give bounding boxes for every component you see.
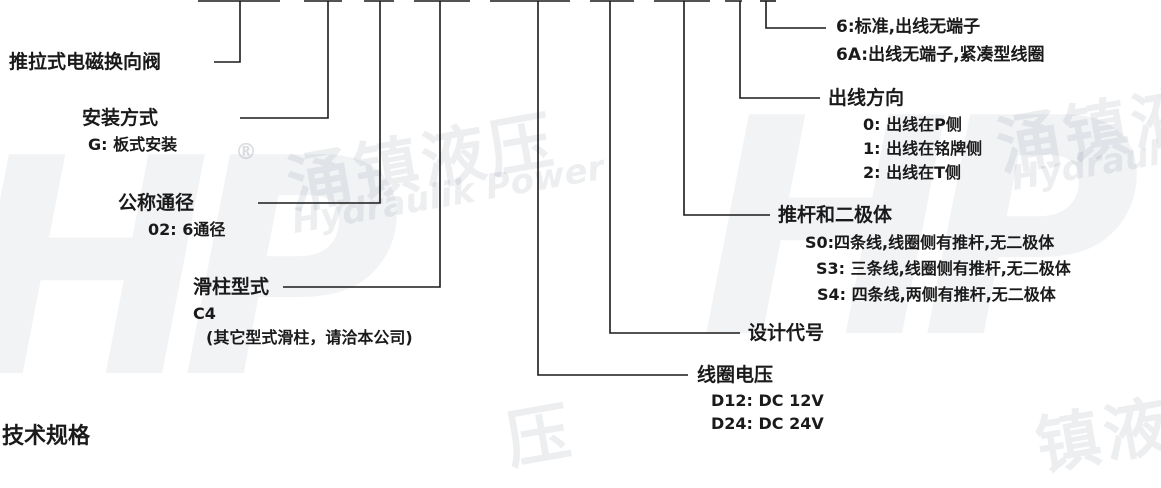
leader-terminal (765, 1, 826, 29)
push-rod-diode-option-s0: S0:四条线,线圈侧有推杆,无二极体 (805, 233, 1055, 252)
spool-type-label: 滑柱型式 (193, 276, 270, 298)
mounting-label: 安装方式 (82, 107, 159, 129)
push-rod-diode-option-s4: S4: 四条线,两侧有推杆,无二极体 (817, 285, 1056, 304)
coil-voltage-option-d12: D12: DC 12V (711, 391, 824, 410)
nominal-size-label: 公称通径 (118, 192, 195, 214)
leader-mounting (240, 1, 329, 119)
leader-design-code (609, 1, 740, 334)
outlet-direction-label: 出线方向 (828, 87, 905, 109)
push-rod-diode-option-s3: S3: 三条线,线圈侧有推杆,无二极体 (816, 259, 1071, 278)
section-heading-partial: 技术规格 (2, 424, 91, 449)
nominal-size-option: 02: 6通径 (148, 220, 226, 239)
leader-valve-type (214, 1, 241, 63)
outlet-direction-option-0: 0: 出线在P侧 (863, 115, 962, 134)
outlet-direction-option-1: 1: 出线在铭牌侧 (863, 139, 983, 158)
leader-outlet-direction (739, 1, 820, 99)
terminal-option-6: 6:标准,出线无端子 (836, 17, 981, 37)
valve-type-label: 推拉式电磁换向阀 (9, 51, 162, 73)
design-code-label: 设计代号 (748, 322, 825, 344)
terminal-option-6a: 6A:出线无端子,紧凑型线圈 (836, 45, 1045, 65)
leader-nominal-size (258, 1, 381, 204)
leader-spool-type (283, 1, 441, 288)
push-rod-diode-label: 推杆和二极体 (778, 204, 893, 226)
coil-voltage-option-d24: D24: DC 24V (711, 414, 824, 433)
spool-type-option: C4 (193, 304, 216, 323)
spool-type-note: (其它型式滑柱，请洽本公司) (206, 328, 413, 347)
leader-push-rod-diode (683, 1, 770, 216)
leader-coil-voltage (537, 1, 688, 376)
outlet-direction-option-2: 2: 出线在T侧 (863, 163, 962, 182)
leader-lines (198, 0, 826, 376)
coil-voltage-label: 线圈电压 (697, 364, 774, 386)
mounting-option: G: 板式安装 (88, 135, 178, 154)
